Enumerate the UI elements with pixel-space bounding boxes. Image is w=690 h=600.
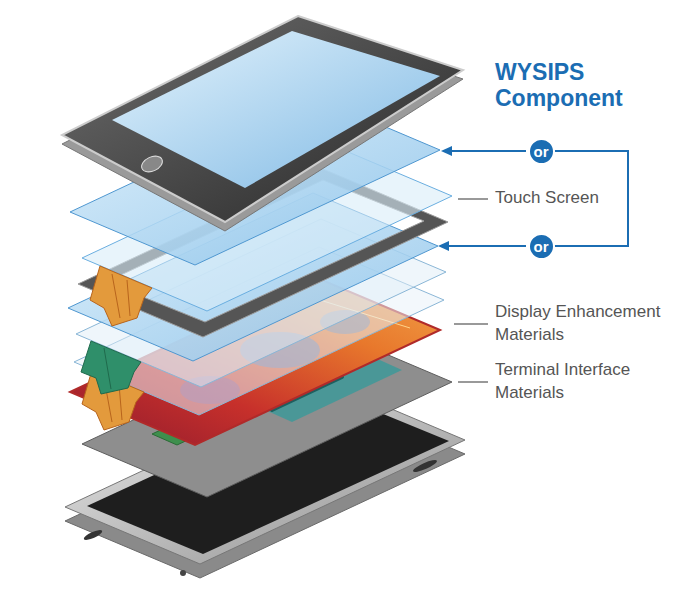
cover-screen (112, 31, 440, 188)
part-label: Touch Screen (495, 187, 675, 210)
jack-hole (180, 570, 186, 576)
port-slot (83, 528, 104, 542)
phone-cover (62, 16, 463, 231)
leader-lines (454, 199, 488, 382)
or-circle: or (528, 138, 555, 165)
node-text: or (534, 239, 549, 254)
leader-line (458, 198, 488, 200)
home-button (139, 153, 165, 175)
leader-line (454, 323, 488, 325)
arrow-head (441, 146, 452, 156)
part-label: Terminal Interface Materials (495, 359, 675, 405)
pointer-line (450, 150, 526, 152)
cover-top (62, 16, 463, 222)
component-heading: WYSIPS Component (495, 60, 635, 112)
or-circle: or (528, 233, 555, 260)
flex-trace (104, 348, 111, 389)
node-text: or (534, 144, 549, 159)
leader-line (458, 381, 488, 383)
speaker-slot (412, 458, 438, 474)
pointer-line (447, 245, 526, 247)
part-label: Display Enhancement Materials (495, 301, 675, 347)
flex-cable (81, 341, 141, 394)
flex-trace (112, 274, 120, 318)
arrow-head (438, 241, 449, 251)
flex-trace (127, 280, 130, 316)
flex-cable (90, 266, 152, 326)
